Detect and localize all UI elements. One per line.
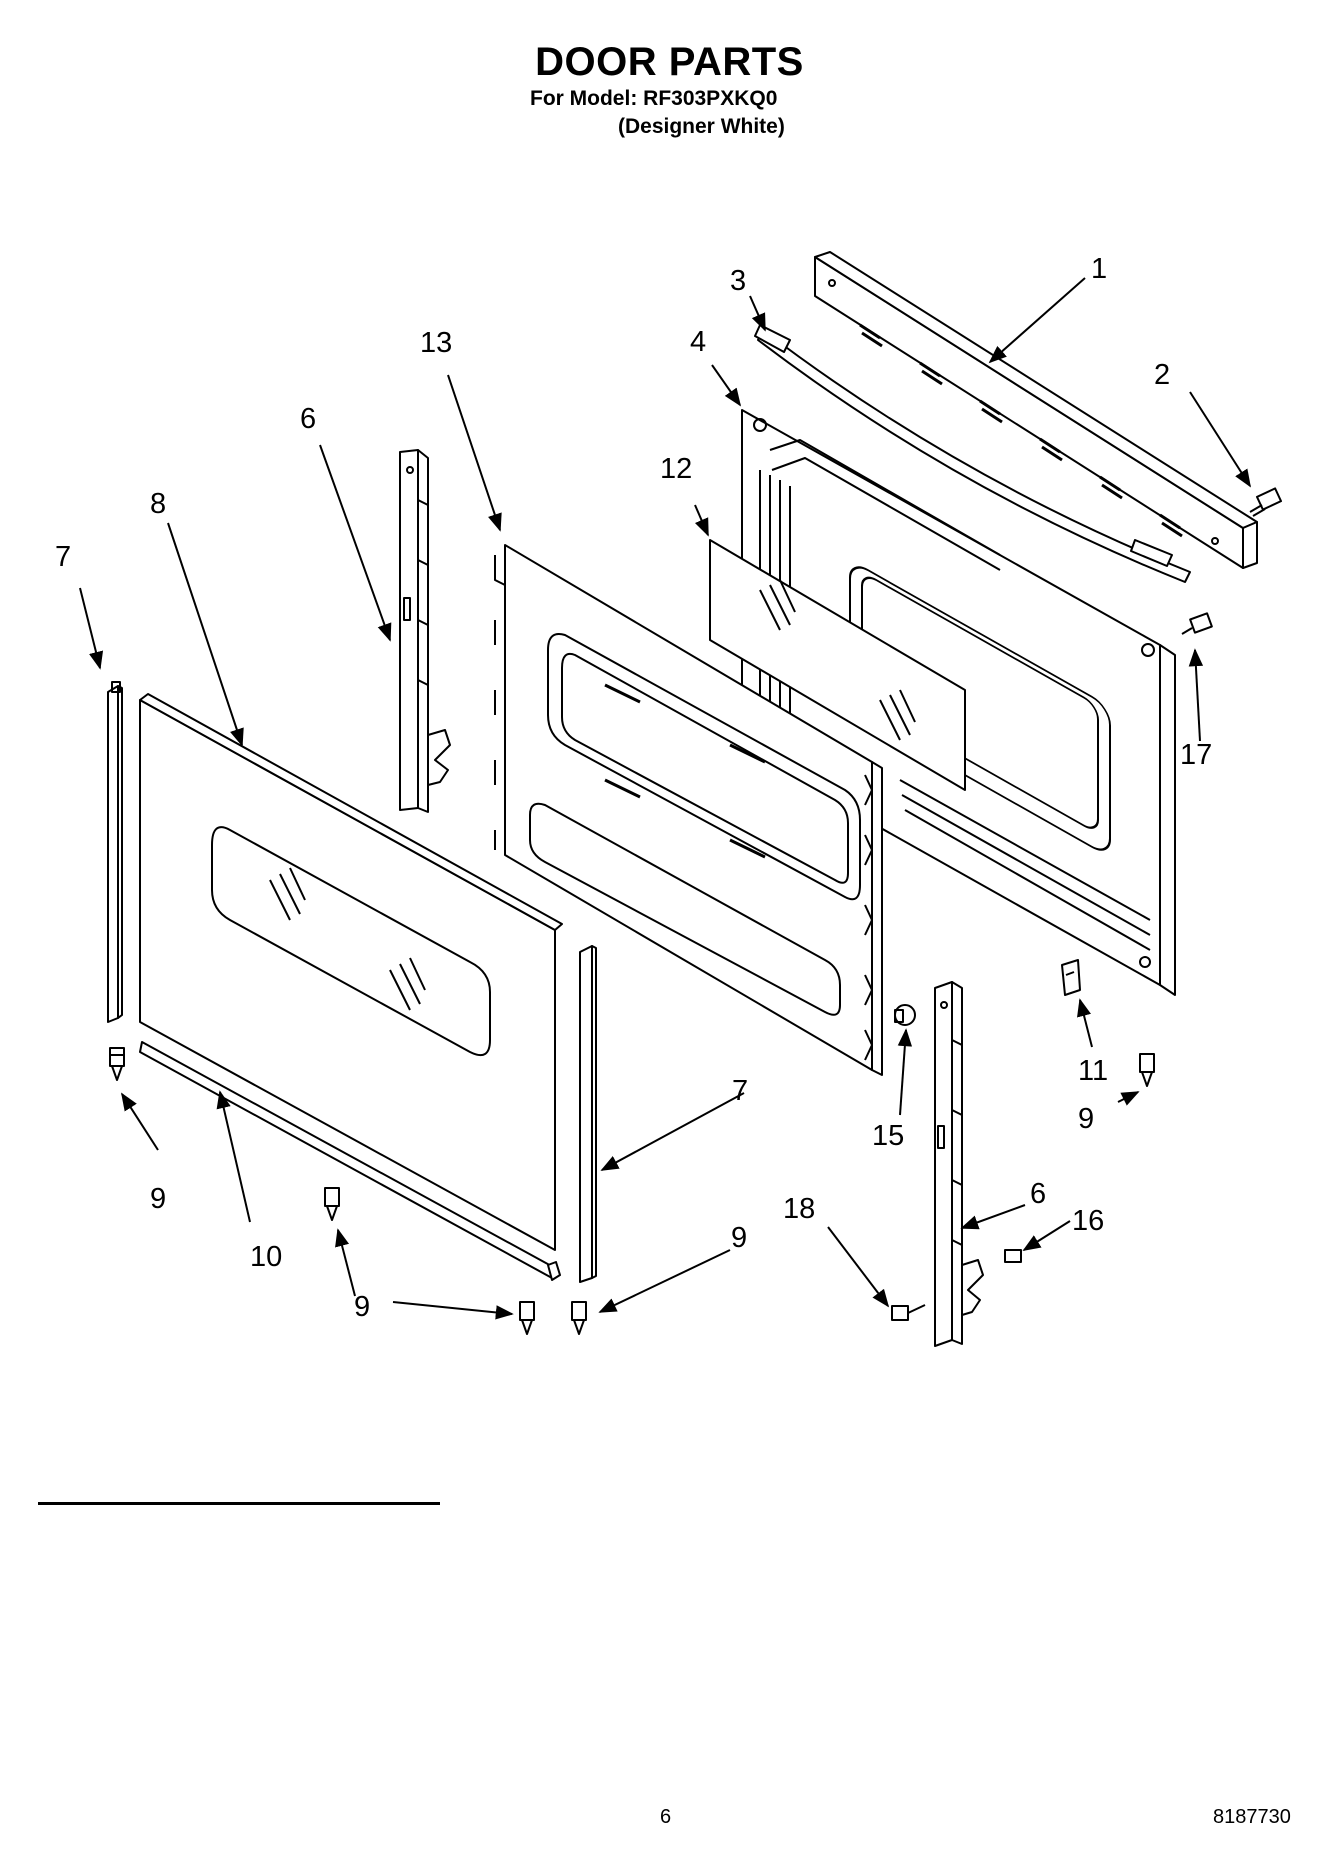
part-13-door-frame [494,544,883,1076]
callout-17: 17 [1180,739,1212,771]
part-15-plug [894,1004,916,1026]
part-7-side-trim-left [107,681,123,1023]
callout-3: 3 [730,265,746,297]
callout-1: 1 [1091,253,1107,285]
part-7-side-trim-right [579,945,597,1283]
part-12-glass [709,539,966,791]
callout-labels: 1 2 3 4 6 6 7 7 8 9 9 9 9 10 11 12 13 15… [55,253,1212,1323]
callout-13: 13 [420,327,452,359]
callout-18: 18 [783,1193,815,1225]
part-11-clip [1061,959,1081,996]
part-2-screw [1249,487,1283,517]
variant-line: (Designer White) [618,115,785,138]
leader-lines [79,277,1251,1320]
callout-10: 10 [250,1241,282,1273]
callout-15: 15 [872,1120,904,1152]
part-1-vent-trim [814,251,1258,569]
page-title: DOOR PARTS [535,40,804,84]
part-9-screw-left [109,1047,125,1081]
callout-16: 16 [1072,1205,1104,1237]
callout-12: 12 [660,453,692,485]
callout-9-bottom: 9 [354,1291,370,1323]
model-line: For Model: RF303PXKQ0 [530,87,778,110]
part-18-screw [891,1304,926,1321]
callout-9-far-right: 9 [1078,1103,1094,1135]
part-8-outer-door [139,693,563,1251]
part-17-screw [1181,612,1213,635]
divider-rule [38,1502,440,1505]
part-6-hinge-channel-upper [399,449,451,813]
callout-7-left: 7 [55,541,71,573]
page-number: 6 [660,1806,672,1828]
callout-7-right: 7 [732,1075,748,1107]
callout-11: 11 [1078,1055,1108,1087]
part-10-bottom-trim [139,1041,561,1281]
part-16-clip [1004,1249,1022,1263]
part-9-screw-bottom-mid [324,1187,340,1221]
part-6-hinge-channel-lower [934,981,984,1347]
part-9-screw-far-right [1139,1053,1155,1087]
document-number: 8187730 [1213,1806,1291,1828]
part-9-screw-bottom-right [571,1301,587,1335]
callout-8: 8 [150,488,166,520]
callout-9-bottom-right: 9 [731,1222,747,1254]
callout-9-left: 9 [150,1183,166,1215]
callout-2: 2 [1154,359,1170,391]
part-3-handle [754,324,1191,583]
callout-6-upper: 6 [300,403,316,435]
callout-4: 4 [690,326,706,358]
part-9-screw-bottom [519,1301,535,1335]
callout-6-lower: 6 [1030,1178,1046,1210]
